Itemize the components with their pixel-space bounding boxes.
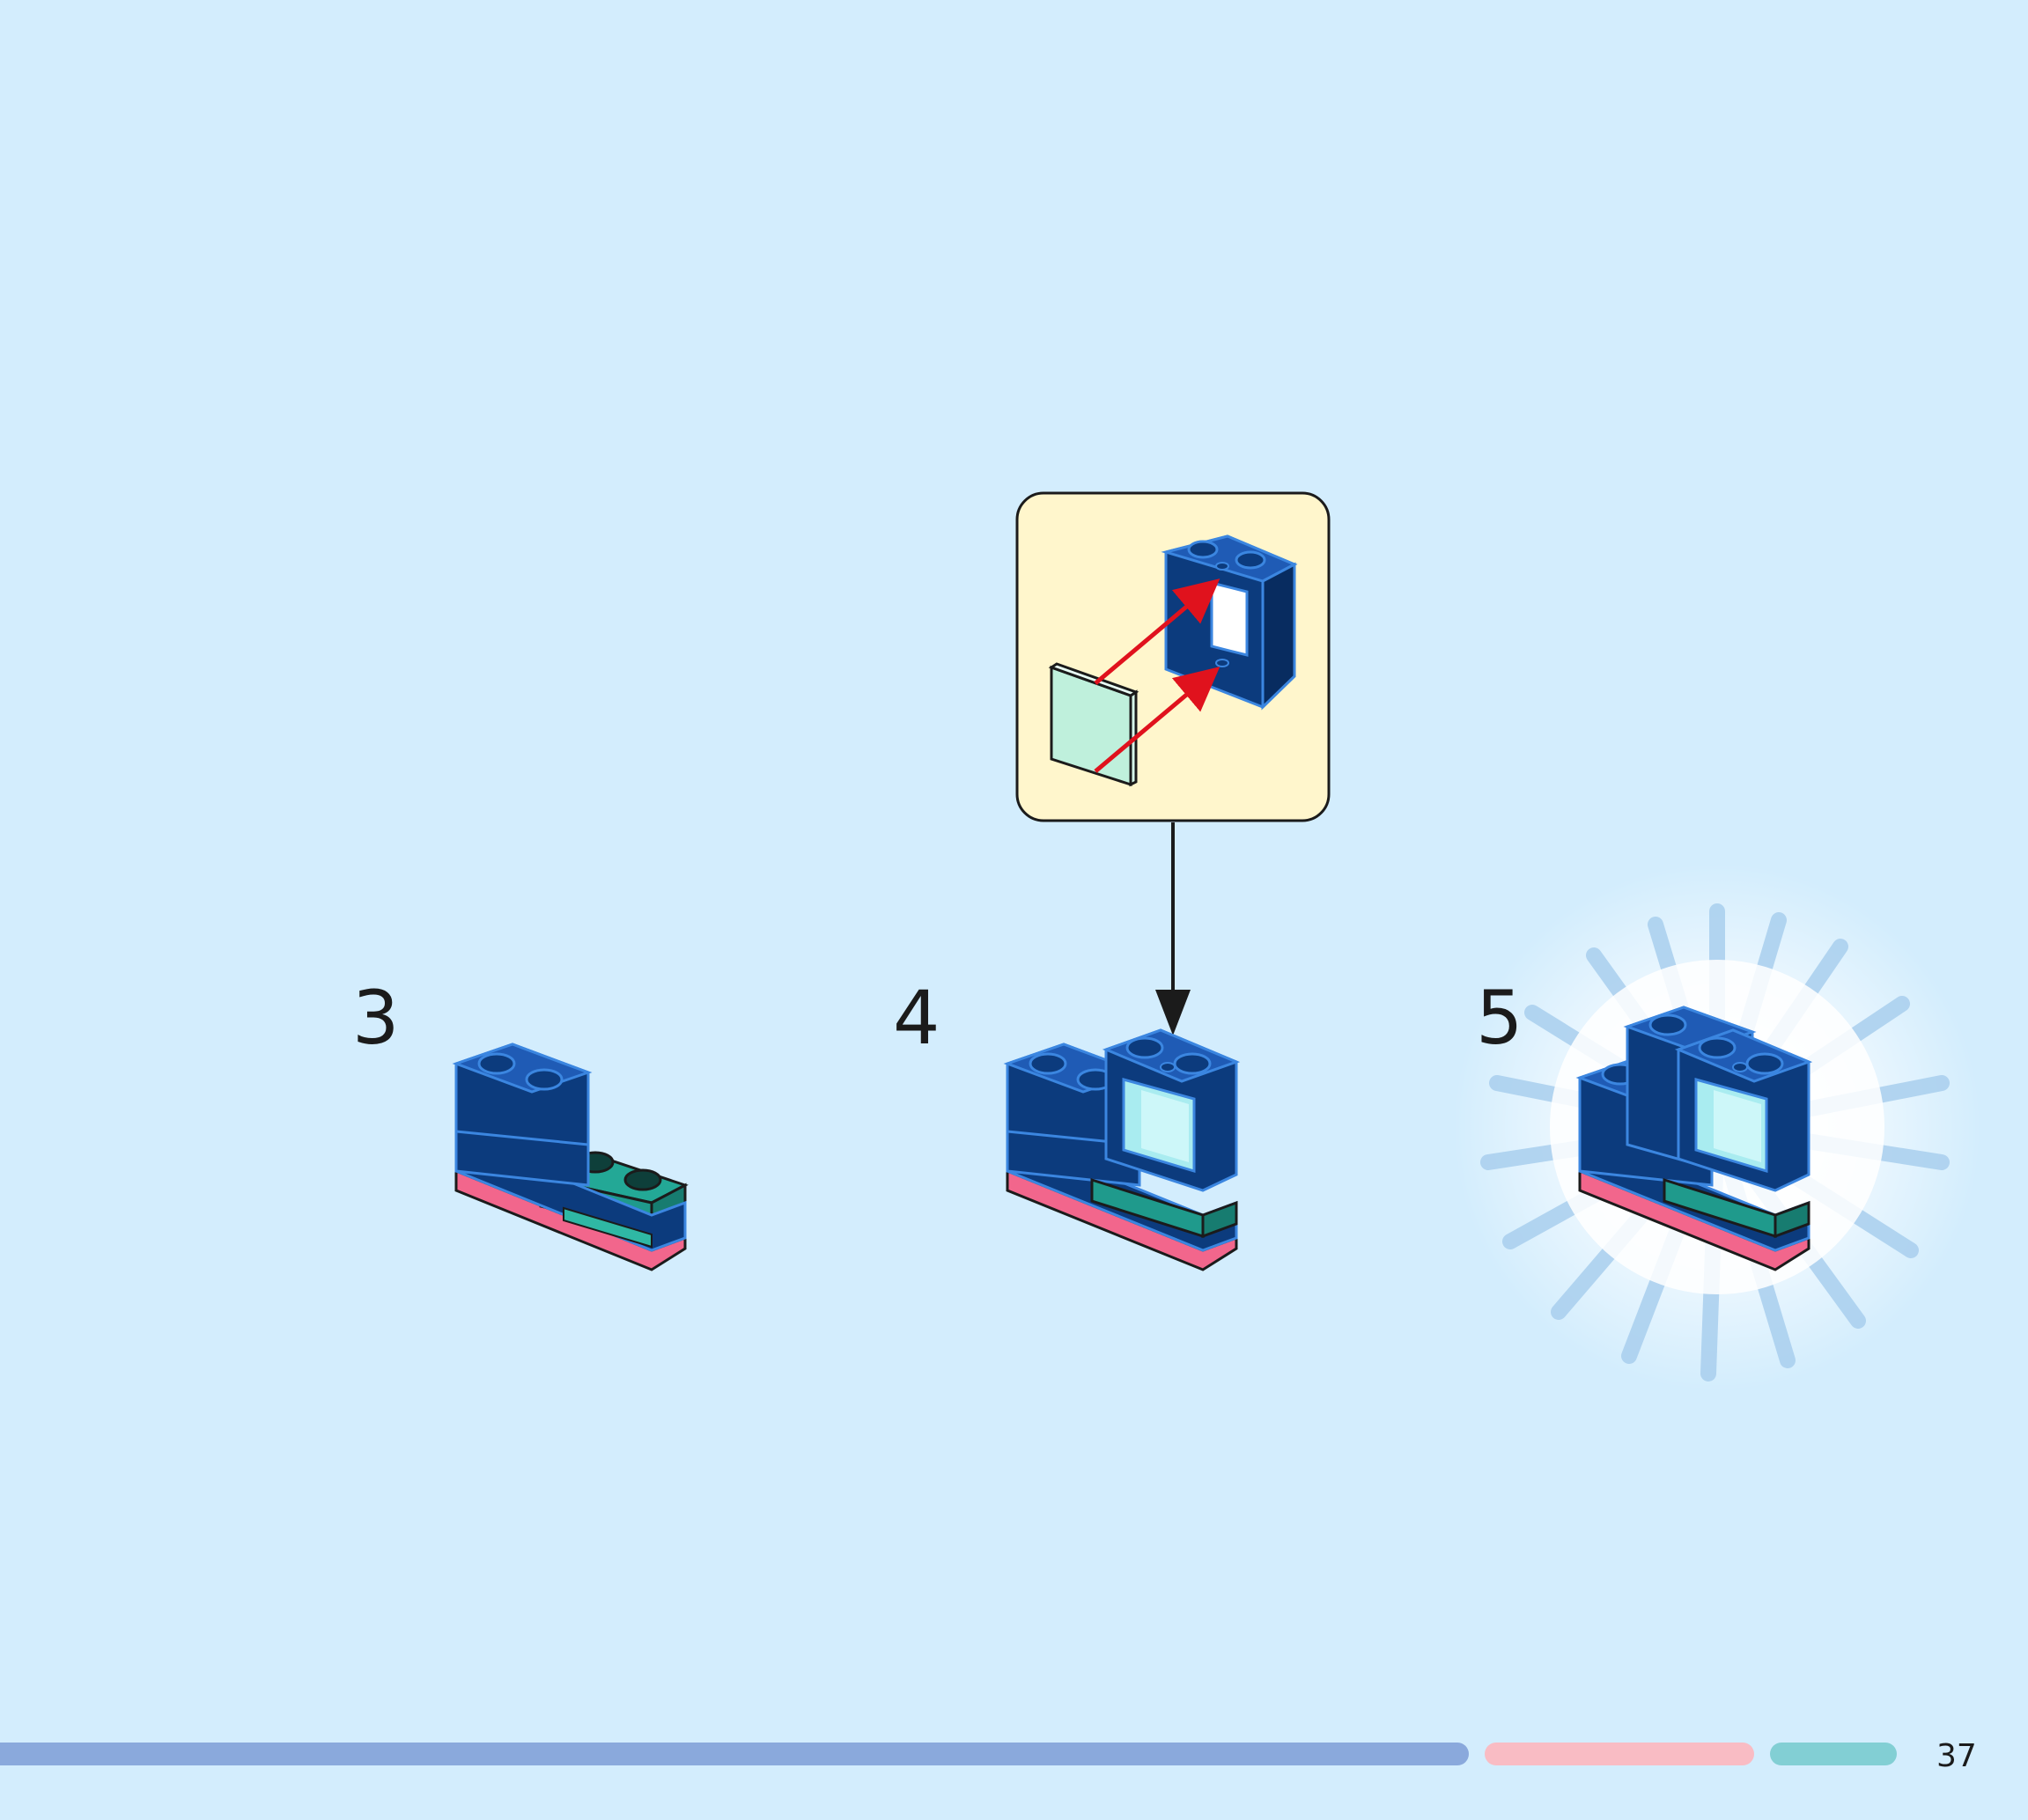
progress-bar-pink [1485,1743,1754,1765]
connector-arrow [1155,822,1191,1035]
window-glass-icon [1048,662,1139,787]
progress-bar-teal [1770,1743,1897,1765]
step-5-model [1575,1006,1813,1271]
callout-box [1015,491,1331,822]
progress-bar-blue [0,1743,1469,1765]
step-number-5: 5 [1476,975,1523,1061]
step-3-model [452,1043,689,1271]
insert-arrow-icon [1094,578,1220,685]
step-4-model [1003,1028,1241,1271]
step-number-3: 3 [352,975,400,1061]
step-number-4: 4 [893,975,940,1061]
insert-arrow-icon [1094,667,1220,773]
window-frame-icon [1161,534,1298,711]
page-number: 37 [1936,1738,1977,1774]
